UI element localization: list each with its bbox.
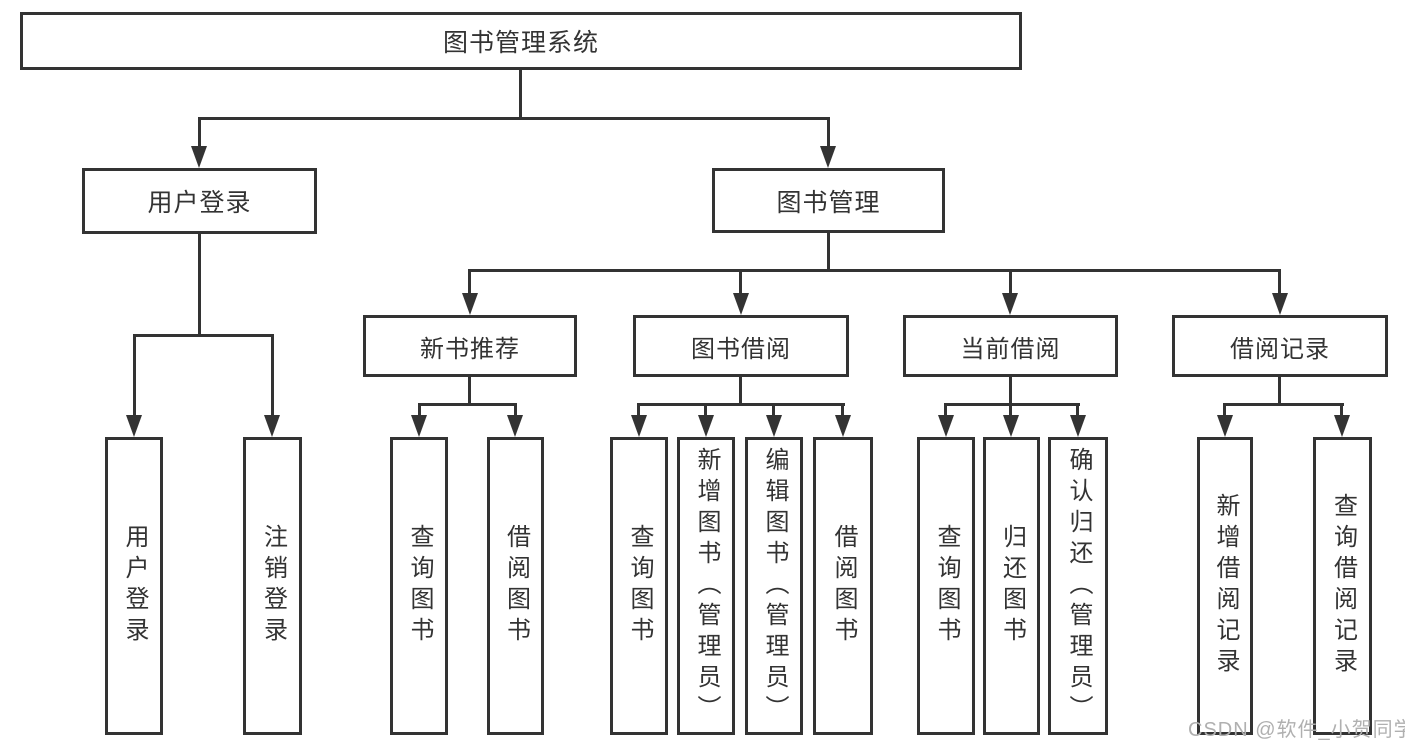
leaf-edit-book-admin-label: 编辑图书（管理员）: [761, 446, 788, 726]
connector-line: [704, 405, 707, 416]
leaf-query-borrow-record: 查询借阅记录: [1313, 437, 1372, 735]
arrow-down-icon: [1334, 415, 1350, 437]
leaf-logout: 注销登录: [243, 437, 302, 735]
leaf-user-login-label: 用户登录: [121, 524, 148, 648]
connector-line: [827, 233, 830, 272]
connector-line: [637, 403, 845, 406]
arrow-down-icon: [411, 415, 427, 437]
leaf-add-borrow-record: 新增借阅记录: [1197, 437, 1253, 735]
leaf-add-borrow-record-label: 新增借阅记录: [1212, 493, 1239, 679]
arrow-down-icon: [1272, 293, 1288, 315]
node-borrow-records-label: 借阅记录: [1230, 335, 1330, 363]
leaf-user-login: 用户登录: [105, 437, 163, 735]
node-borrow-records: 借阅记录: [1172, 315, 1388, 377]
connector-line: [637, 405, 640, 416]
connector-line: [944, 405, 947, 416]
node-current-borrow: 当前借阅: [903, 315, 1118, 377]
connector-line: [468, 271, 471, 293]
arrow-down-icon: [733, 293, 749, 315]
arrow-down-icon: [698, 415, 714, 437]
node-library-system: 图书管理系统: [20, 12, 1022, 70]
connector-line: [944, 403, 1080, 406]
leaf-borrow-books-label: 借阅图书: [830, 524, 857, 648]
node-new-book-recommend-label: 新书推荐: [420, 335, 520, 363]
connector-line: [1223, 403, 1344, 406]
arrow-down-icon: [1003, 415, 1019, 437]
node-book-management-label: 图书管理: [776, 188, 881, 217]
node-user-login: 用户登录: [82, 168, 317, 234]
arrow-down-icon: [820, 146, 836, 168]
leaf-query-books-borrow-label: 查询图书: [626, 524, 653, 648]
connector-line: [827, 118, 830, 148]
leaf-query-books-current-label: 查询图书: [933, 524, 960, 648]
connector-line: [198, 118, 201, 148]
node-library-system-label: 图书管理系统: [442, 29, 599, 57]
leaf-return-book-label: 归还图书: [998, 524, 1026, 648]
connector-line: [1223, 405, 1226, 416]
connector-line: [519, 70, 522, 120]
node-user-login-label: 用户登录: [147, 189, 252, 217]
leaf-query-books-recommend-label: 查询图书: [406, 524, 433, 648]
connector-line: [772, 405, 775, 416]
leaf-add-book-admin: 新增图书（管理员）: [677, 437, 735, 735]
connector-line: [418, 403, 517, 406]
leaf-add-book-admin-label: 新增图书（管理员）: [693, 446, 720, 726]
arrow-down-icon: [1217, 415, 1233, 437]
leaf-logout-label: 注销登录: [259, 524, 287, 648]
connector-line: [841, 405, 844, 416]
leaf-borrow-books-recommend-label: 借阅图书: [502, 524, 530, 648]
connector-line: [1340, 405, 1343, 416]
watermark: CSDN @软件_小贺同学: [1188, 719, 1405, 741]
connector-line: [1009, 377, 1012, 406]
leaf-return-book: 归还图书: [983, 437, 1040, 735]
node-book-borrow-label: 图书借阅: [691, 335, 791, 363]
node-new-book-recommend: 新书推荐: [363, 315, 577, 377]
leaf-query-books-current: 查询图书: [917, 437, 975, 735]
connector-line: [1076, 405, 1079, 416]
arrow-down-icon: [766, 415, 782, 437]
connector-line: [739, 271, 742, 293]
connector-line: [514, 405, 517, 416]
connector-line: [1009, 271, 1012, 293]
connector-line: [198, 117, 830, 120]
connector-line: [133, 336, 136, 416]
connector-line: [271, 336, 274, 416]
connector-line: [133, 334, 274, 337]
arrow-down-icon: [126, 415, 142, 437]
connector-line: [468, 269, 1281, 272]
connector-line: [418, 405, 421, 416]
connector-line: [1278, 377, 1281, 406]
arrow-down-icon: [462, 293, 478, 315]
arrow-down-icon: [191, 146, 207, 168]
arrow-down-icon: [938, 415, 954, 437]
node-current-borrow-label: 当前借阅: [960, 335, 1061, 363]
connector-line: [198, 234, 201, 337]
arrow-down-icon: [264, 415, 280, 437]
leaf-borrow-books-recommend: 借阅图书: [487, 437, 544, 735]
node-book-management: 图书管理: [712, 168, 945, 233]
arrow-down-icon: [1002, 293, 1018, 315]
leaf-borrow-books: 借阅图书: [813, 437, 873, 735]
leaf-query-borrow-record-label: 查询借阅记录: [1329, 493, 1357, 679]
leaf-query-books-borrow: 查询图书: [610, 437, 668, 735]
arrow-down-icon: [631, 415, 647, 437]
connector-line: [468, 377, 471, 406]
leaf-edit-book-admin: 编辑图书（管理员）: [745, 437, 803, 735]
arrow-down-icon: [835, 415, 851, 437]
arrow-down-icon: [1070, 415, 1086, 437]
connector-line: [739, 377, 742, 406]
connector-line: [1009, 405, 1012, 416]
leaf-confirm-return-admin-label: 确认归还（管理员）: [1065, 446, 1092, 726]
leaf-query-books-recommend: 查询图书: [390, 437, 448, 735]
connector-line: [1278, 271, 1281, 293]
node-book-borrow: 图书借阅: [633, 315, 849, 377]
arrow-down-icon: [507, 415, 523, 437]
leaf-confirm-return-admin: 确认归还（管理员）: [1048, 437, 1108, 735]
